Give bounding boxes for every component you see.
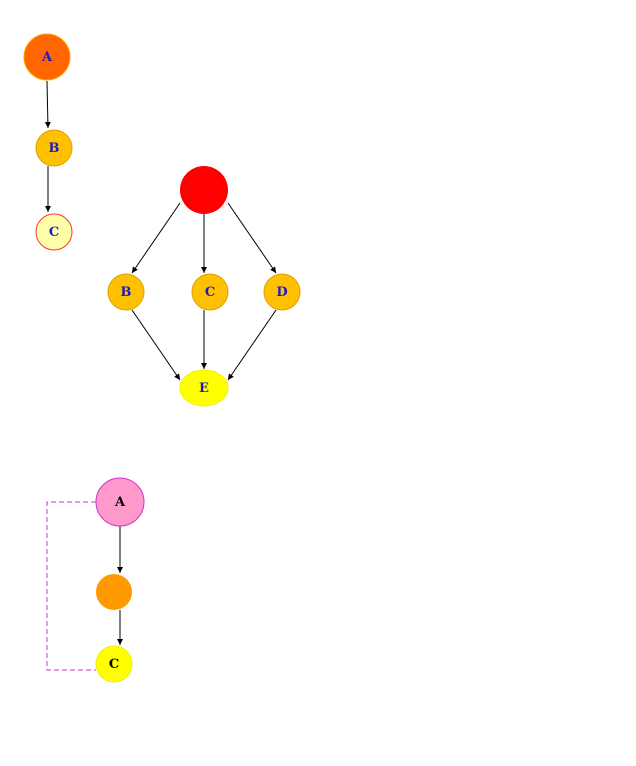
graph-1: A B C [23, 33, 73, 251]
node-g3-a-label: A [114, 495, 126, 510]
node-g3-c[interactable] [95, 645, 133, 683]
node-g1-a-label: A [41, 50, 53, 65]
edge-g2-root-d [227, 202, 277, 274]
node-g2-d-label: D [276, 285, 287, 300]
node-g2-root[interactable] [180, 166, 228, 214]
dashed-link-a-c [46, 501, 96, 671]
graph-2: B C D E [107, 166, 301, 407]
graph-3: A C [46, 477, 145, 683]
node-g3-c-label: C [109, 657, 119, 672]
node-g1-a[interactable] [23, 33, 71, 81]
node-g3-mid[interactable] [96, 574, 132, 610]
node-g2-b[interactable] [107, 273, 145, 311]
node-g2-c-label: C [205, 285, 215, 300]
node-g1-c[interactable] [35, 213, 73, 251]
node-g2-b-label: B [121, 285, 132, 300]
node-g2-e[interactable] [179, 369, 229, 407]
edge-g2-d-e [227, 309, 277, 381]
node-g2-c[interactable] [191, 273, 229, 311]
node-g2-d[interactable] [263, 273, 301, 311]
node-g1-c-label: C [49, 225, 59, 240]
edge-g1-a-b [44, 80, 51, 129]
node-g1-b-label: B [49, 141, 60, 156]
edge-g2-root-b [131, 202, 181, 274]
edge-g2-b-e [131, 309, 181, 381]
node-g3-a[interactable] [95, 477, 145, 527]
node-g2-e-label: E [199, 381, 209, 396]
node-g1-b[interactable] [35, 129, 73, 167]
